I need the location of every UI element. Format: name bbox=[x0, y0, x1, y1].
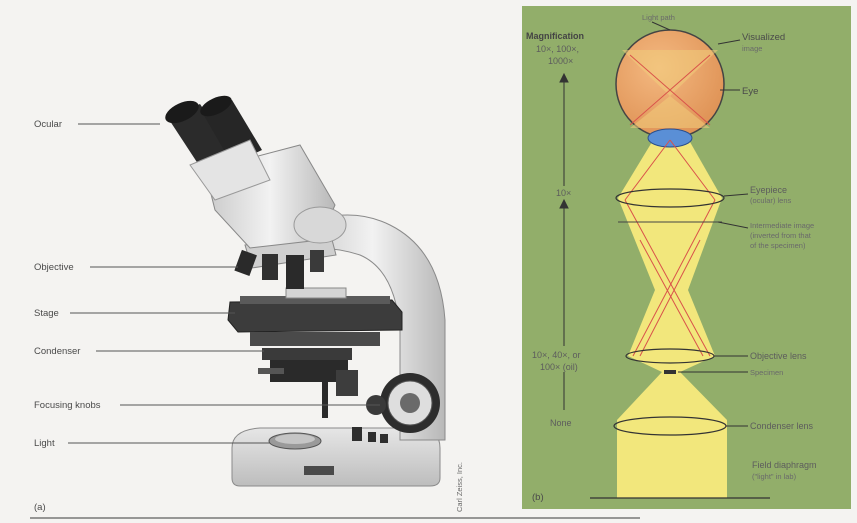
label-intermediate-3: of the specimen) bbox=[750, 241, 806, 250]
label-objective-lens: Objective lens bbox=[750, 351, 807, 361]
label-ocular-lens: (ocular) lens bbox=[750, 196, 792, 205]
mag-none: None bbox=[550, 418, 572, 428]
photo-credit: Carl Zeiss, Inc. bbox=[455, 462, 464, 512]
label-stage: Stage bbox=[34, 308, 59, 319]
label-specimen: Specimen bbox=[750, 368, 783, 377]
label-focusing-knobs: Focusing knobs bbox=[34, 400, 101, 411]
label-light: Light bbox=[34, 438, 55, 449]
label-field-diaphragm-sub: ("light" in lab) bbox=[752, 472, 797, 481]
label-visualized: Visualized bbox=[742, 32, 785, 43]
specimen bbox=[664, 370, 676, 374]
label-field-diaphragm: Field diaphragm bbox=[752, 460, 817, 470]
label-intermediate-1: Intermediate image bbox=[750, 221, 814, 230]
label-light-path: Light path bbox=[642, 13, 675, 22]
panel-letter-b: (b) bbox=[532, 492, 544, 503]
label-condenser: Condenser bbox=[34, 346, 80, 357]
microscope-photo bbox=[162, 92, 445, 486]
mag-low-2: 100× (oil) bbox=[540, 362, 578, 372]
panel-letter-a: (a) bbox=[34, 502, 46, 513]
label-condenser-lens: Condenser lens bbox=[750, 421, 814, 431]
eye-lens bbox=[648, 129, 692, 147]
label-eyepiece: Eyepiece bbox=[750, 185, 787, 195]
mag-top-1: 10×, 100×, bbox=[536, 44, 579, 54]
label-intermediate-2: (inverted from that bbox=[750, 231, 812, 240]
mag-low-1: 10×, 40×, or bbox=[532, 350, 581, 360]
label-ocular: Ocular bbox=[34, 119, 62, 130]
magnification-title: Magnification bbox=[526, 31, 584, 41]
mag-mid: 10× bbox=[556, 188, 571, 198]
label-eye: Eye bbox=[742, 86, 758, 97]
label-objective: Objective bbox=[34, 262, 74, 273]
mag-top-2: 1000× bbox=[548, 56, 573, 66]
label-image: image bbox=[742, 44, 762, 53]
